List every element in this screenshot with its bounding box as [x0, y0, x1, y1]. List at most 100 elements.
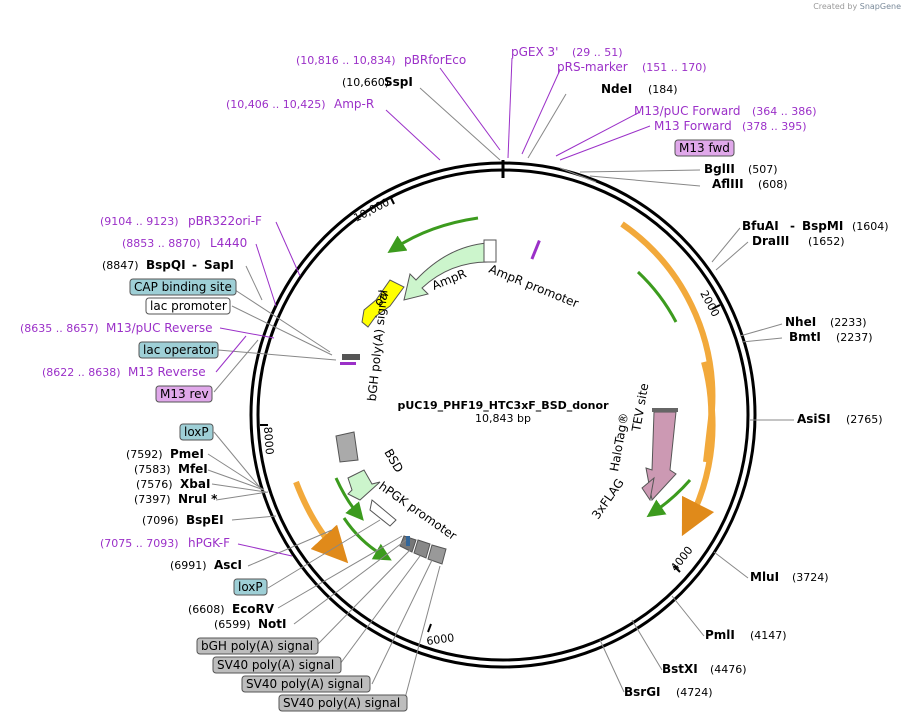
primer-pos-l4440: (8853 .. 8870) [122, 237, 201, 250]
enzyme-bfuai[interactable]: BfuAI [742, 219, 779, 233]
enzyme-pmei[interactable]: PmeI [170, 447, 204, 461]
tick-6000 [427, 623, 432, 633]
primer-m13-forward[interactable]: M13 Forward [654, 119, 732, 133]
orf-green-right-top [636, 270, 678, 323]
enzyme-mfei[interactable]: MfeI [178, 462, 208, 476]
enzyme-asisi[interactable]: AsiSI [797, 412, 831, 426]
tick-10000 [389, 195, 395, 205]
label-m13-fwd: M13 fwd [679, 141, 730, 155]
label-loxp-lower: loxP [238, 580, 263, 594]
enzyme-bspmi[interactable]: BspMI [802, 219, 843, 233]
boxed-label-lac-promoter[interactable]: lac promoter [145, 297, 231, 315]
ampr-promoter-box [483, 239, 497, 263]
enzyme-ndei[interactable]: NdeI [601, 82, 632, 96]
enzyme-pos-bfuai: (1604) [852, 220, 889, 233]
boxed-label-sv40-polya-2[interactable]: SV40 poly(A) signal [241, 675, 371, 693]
enzyme-bspei[interactable]: BspEI [186, 513, 224, 527]
orf-orange-left [293, 480, 349, 564]
enzyme-afliii[interactable]: AflIII [712, 177, 744, 191]
orf-orange-right-mid [701, 361, 715, 439]
snapgene-credit: Created by SnapGene [813, 2, 901, 11]
primer-m13-puc-reverse[interactable]: M13/pUC Reverse [106, 321, 213, 335]
label-lac-promoter: lac promoter [150, 299, 227, 313]
primer-pgex3[interactable]: pGEX 3' [511, 45, 558, 59]
enzyme-pos-asisi: (2765) [846, 413, 883, 426]
loxp-mark-lower [406, 536, 410, 546]
primer-amp-r[interactable]: Amp-R [334, 97, 374, 111]
enzyme-bspqi[interactable]: BspQI [146, 258, 186, 272]
enzyme-pos-mfei: (7583) [134, 463, 171, 476]
enzyme-mlui[interactable]: MluI [750, 570, 779, 584]
enzyme-pos-asci: (6991) [170, 559, 207, 572]
label-m13-rev: M13 rev [160, 387, 209, 401]
enzyme-asci[interactable]: AscI [214, 558, 242, 572]
primer-pbr322ori-f[interactable]: pBR322ori-F [188, 214, 262, 228]
primer-pbrforeco[interactable]: pBRforEco [404, 53, 466, 67]
enzyme-sspi[interactable]: SspI [384, 75, 413, 89]
enzyme-pos-noti: (6599) [214, 618, 251, 631]
enzyme-ecorv[interactable]: EcoRV [232, 602, 275, 616]
primer-hpgk-f[interactable]: hPGK-F [188, 536, 230, 550]
enzyme-pos-bmti: (2237) [836, 331, 873, 344]
credit-prefix: Created by [813, 2, 858, 11]
hpgk-promoter-box [369, 499, 397, 527]
boxed-label-loxp-lower[interactable]: loxP [233, 578, 268, 596]
boxed-label-bgh-polya[interactable]: bGH poly(A) signal [196, 637, 319, 655]
primer-leader-lines [215, 57, 651, 557]
primer-m13-puc-forward[interactable]: M13/pUC Forward [634, 104, 741, 118]
primer-pos-hpgk-f: (7075 .. 7093) [100, 537, 179, 550]
sv40-box-2 [413, 539, 431, 559]
boxed-label-m13-rev[interactable]: M13 rev [155, 385, 213, 403]
boxed-label-sv40-polya-3[interactable]: SV40 poly(A) signal [278, 694, 408, 712]
flag-label: 3xFLAG [589, 476, 627, 522]
enzyme-bmti[interactable]: BmtI [789, 330, 821, 344]
tick-label-2000: 2000 [697, 288, 722, 319]
enzyme-pmli[interactable]: PmlI [705, 628, 735, 642]
primer-pos-m13-puc-reverse: (8635 .. 8657) [20, 322, 99, 335]
boxed-label-cap-binding-site[interactable]: CAP binding site [129, 278, 237, 296]
label-sv40-polya-3: SV40 poly(A) signal [283, 696, 400, 710]
lac-operator-mark [342, 354, 360, 360]
orf-green-right-bottom [646, 479, 692, 518]
enzyme-nhei[interactable]: NheI [785, 315, 816, 329]
bsd-arrow[interactable] [347, 469, 381, 501]
snapgene-logo: SnapGene [859, 2, 901, 11]
enzyme-pos-bspqi: (8847) [102, 259, 139, 272]
bgh-polya-box [335, 431, 359, 463]
enzyme-pos-bspei: (7096) [142, 514, 179, 527]
label-sv40-polya-2: SV40 poly(A) signal [246, 677, 363, 691]
plasmid-name: pUC19_PHF19_HTC3xF_BSD_donor [397, 399, 609, 412]
primer-pos-pbr322ori-f: (9104 .. 9123) [100, 215, 179, 228]
primer-pos-m13-forward: (378 .. 395) [742, 120, 807, 133]
orf-arrow-top [387, 216, 479, 253]
tick-2000 [711, 304, 721, 310]
primer-m13-reverse[interactable]: M13 Reverse [128, 365, 206, 379]
enzyme-bsrgi[interactable]: BsrGI [624, 685, 661, 699]
primer-l4440[interactable]: L4440 [210, 236, 247, 250]
halotag-label: HaloTag® [607, 412, 631, 473]
label-cap-binding-site: CAP binding site [134, 280, 232, 294]
enzyme-pos-pmli: (4147) [750, 629, 787, 642]
enzyme-pos-ecorv: (6608) [188, 603, 225, 616]
boxed-label-loxp-upper[interactable]: loxP [179, 423, 214, 441]
enzyme-noti[interactable]: NotI [258, 617, 287, 631]
boxed-label-m13-fwd[interactable]: M13 fwd [674, 139, 735, 157]
orf-green-left-1 [334, 477, 364, 521]
enzyme-draiii[interactable]: DraIII [752, 234, 789, 248]
enzyme-pos-pmei: (7592) [126, 448, 163, 461]
boxed-label-lac-operator[interactable]: lac operator [138, 341, 219, 359]
primer-pos-pgex3: (29 .. 51) [572, 46, 623, 59]
enzyme-xbai[interactable]: XbaI [180, 477, 210, 491]
ampr-arrow[interactable] [403, 242, 489, 301]
enzyme-bstxi[interactable]: BstXI [662, 662, 698, 676]
primer-prs-marker[interactable]: pRS-marker [557, 60, 628, 74]
enzyme-bglii[interactable]: BglII [704, 162, 735, 176]
enzyme-pos-sspi: (10,660) [342, 76, 389, 89]
enzyme-nrui[interactable]: NruI * [178, 492, 218, 506]
ori-arrow[interactable] [361, 279, 405, 328]
tick-label-8000: 8000 [261, 426, 276, 455]
enzyme-sapi[interactable]: SapI [204, 258, 234, 272]
primer-pos-m13-reverse: (8622 .. 8638) [42, 366, 121, 379]
label-lac-operator: lac operator [143, 343, 216, 357]
boxed-label-sv40-polya-1[interactable]: SV40 poly(A) signal [212, 656, 342, 674]
